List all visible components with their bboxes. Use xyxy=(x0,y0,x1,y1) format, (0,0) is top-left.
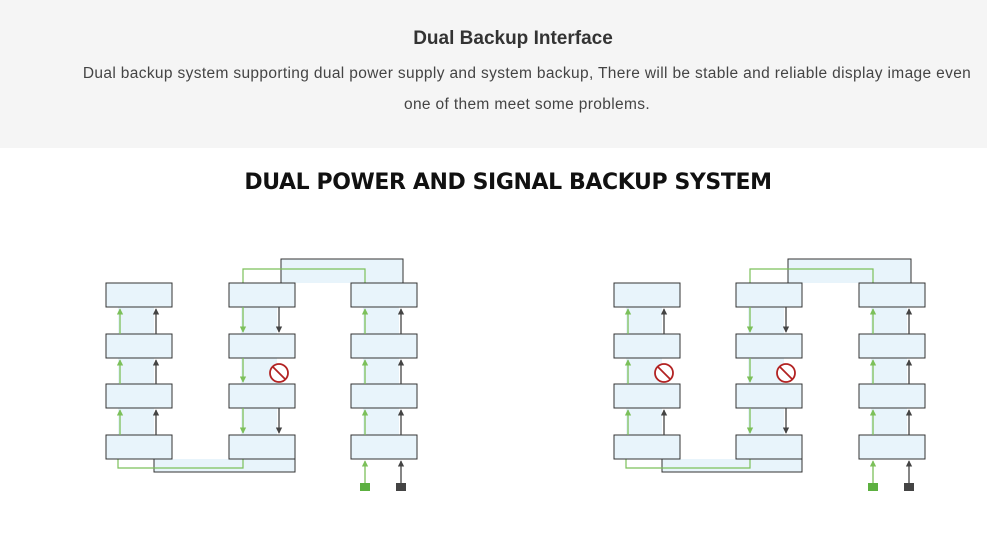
diagram-title: DUAL POWER AND SIGNAL BACKUP SYSTEM xyxy=(244,170,772,195)
module-c1-r0 xyxy=(228,282,296,308)
panel-multi-failure xyxy=(613,258,926,491)
main-cable-top xyxy=(242,268,366,283)
module-c2-r1 xyxy=(858,333,926,359)
backup-cable-top xyxy=(280,258,404,283)
failure-icon xyxy=(776,363,796,383)
primary-input-port xyxy=(868,483,878,491)
backup-cable-bottom xyxy=(661,459,803,473)
cable-strip xyxy=(626,307,662,334)
cable-strip xyxy=(363,358,399,384)
module-c0-r2 xyxy=(105,383,173,409)
main-cable-bottom xyxy=(117,459,244,469)
module-c0-r1 xyxy=(105,333,173,359)
main-cable-top xyxy=(749,268,874,283)
cable-strip xyxy=(748,307,784,334)
module-c0-r3 xyxy=(613,434,681,460)
module-c1-r3 xyxy=(735,434,803,460)
cable-strip xyxy=(118,408,154,435)
backup-cable-bottom xyxy=(153,459,296,473)
primary-input-port xyxy=(360,483,370,491)
main-cable-bottom xyxy=(625,459,751,469)
module-c1-r3 xyxy=(228,434,296,460)
module-c1-r1 xyxy=(228,333,296,359)
section-description: Dual backup system supporting dual power… xyxy=(82,65,972,113)
module-c2-r0 xyxy=(350,282,418,308)
module-c1-r0 xyxy=(735,282,803,308)
section-title: Dual Backup Interface xyxy=(413,28,613,49)
cable-strip xyxy=(118,307,154,334)
module-c1-r2 xyxy=(735,383,803,409)
cable-strip xyxy=(626,408,662,435)
failure-icon xyxy=(654,363,674,383)
module-c2-r0 xyxy=(858,282,926,308)
panel-normal xyxy=(105,258,418,491)
backup-cable-top xyxy=(787,258,912,283)
cable-strip xyxy=(871,307,907,334)
module-c0-r3 xyxy=(105,434,173,460)
cable-strip xyxy=(363,307,399,334)
failure-icon xyxy=(269,363,289,383)
backup-input-port xyxy=(904,483,914,491)
module-c2-r3 xyxy=(858,434,926,460)
module-c2-r2 xyxy=(350,383,418,409)
backup-input-port xyxy=(396,483,406,491)
module-c0-r0 xyxy=(613,282,681,308)
module-c1-r1 xyxy=(735,333,803,359)
cable-strip xyxy=(363,408,399,435)
module-c0-r0 xyxy=(105,282,173,308)
cable-strip xyxy=(871,358,907,384)
cable-strip xyxy=(241,408,277,435)
cable-strip xyxy=(871,408,907,435)
module-c1-r2 xyxy=(228,383,296,409)
header-section: Dual Backup Interface Dual backup system… xyxy=(0,0,987,148)
cable-strip xyxy=(241,307,277,334)
module-c2-r1 xyxy=(350,333,418,359)
cable-strip xyxy=(748,408,784,435)
module-c0-r1 xyxy=(613,333,681,359)
module-c0-r2 xyxy=(613,383,681,409)
module-c2-r2 xyxy=(858,383,926,409)
cable-strip xyxy=(118,358,154,384)
module-c2-r3 xyxy=(350,434,418,460)
